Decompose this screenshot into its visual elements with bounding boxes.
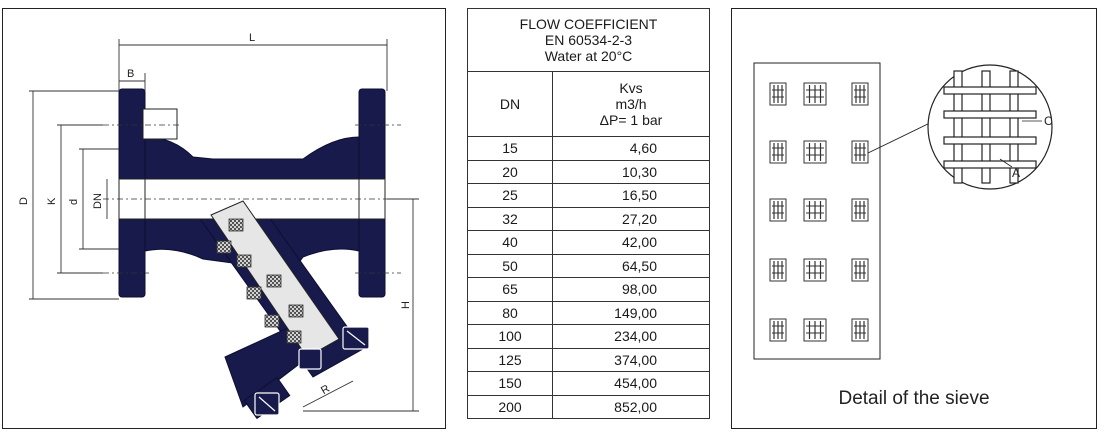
- cell-dn: 50: [467, 253, 553, 278]
- cell-dn: 125: [467, 347, 553, 372]
- cell-kvs: 16,50: [552, 183, 710, 208]
- dim-label-R: R: [319, 383, 332, 397]
- sieve-hole: [851, 258, 869, 282]
- sieve-hole: [851, 140, 869, 164]
- mesh-label-C: C: [1044, 114, 1053, 128]
- sieve-hole: [803, 318, 827, 342]
- cell-dn: 32: [467, 206, 553, 231]
- sieve-caption: Detail of the sieve: [838, 388, 990, 409]
- table-title: FLOW COEFFICIENT EN 60534-2-3 Water at 2…: [467, 8, 710, 72]
- sieve-holes: [769, 82, 869, 342]
- cell-kvs: 42,00: [552, 230, 710, 255]
- cell-kvs: 4,60: [552, 136, 710, 161]
- sieve-hole: [851, 318, 869, 342]
- dim-label-B: B: [127, 68, 134, 80]
- column-header-dn: DN: [467, 71, 553, 137]
- sieve-hole: [851, 198, 869, 222]
- sieve-hole: [803, 82, 827, 106]
- sieve-detail-panel: C A: [731, 8, 1097, 429]
- sieve-hole: [851, 82, 869, 106]
- table-title-line-3: Water at 20°C: [544, 48, 633, 64]
- sieve-hole: [803, 140, 827, 164]
- cell-kvs: 27,20: [552, 206, 710, 231]
- cell-dn: 25: [467, 183, 553, 208]
- sieve-detail-drawing: C A: [753, 62, 1053, 360]
- magnified-wire-mesh: [943, 70, 1037, 184]
- dimension-lines: [29, 39, 419, 412]
- flow-coefficient-table: FLOW COEFFICIENT EN 60534-2-3 Water at 2…: [467, 8, 710, 419]
- cell-dn: 80: [467, 300, 553, 325]
- cell-kvs: 10,30: [552, 159, 710, 184]
- cell-kvs: 149,00: [552, 300, 710, 325]
- cell-dn: 20: [467, 159, 553, 184]
- sieve-hole: [769, 258, 787, 282]
- column-header-kvs: Kvs m3/h ΔP= 1 bar: [552, 71, 710, 137]
- kvs-header-line-3: ΔP= 1 bar: [599, 112, 663, 128]
- cell-kvs: 64,50: [552, 253, 710, 278]
- sieve-hole: [803, 198, 827, 222]
- cell-dn: 100: [467, 324, 553, 349]
- screen-element: [210, 200, 340, 358]
- strainer-drawing-panel: L B D K d DN H R: [2, 8, 446, 429]
- dimension-labels: L B D K d DN H R: [18, 32, 412, 397]
- sieve-hole: [769, 318, 787, 342]
- cell-dn: 150: [467, 371, 553, 396]
- table-title-line-2: EN 60534-2-3: [544, 32, 633, 48]
- bolts: [254, 326, 370, 416]
- kvs-header-line-1: Kvs: [619, 80, 643, 96]
- dim-label-L: L: [249, 32, 255, 44]
- cell-kvs: 98,00: [552, 277, 710, 302]
- kvs-header-line-2: m3/h: [615, 96, 647, 112]
- dim-label-DN: DN: [92, 193, 104, 209]
- dim-label-K: K: [46, 197, 58, 205]
- sieve-hole: [803, 258, 827, 282]
- sieve-hole: [769, 140, 787, 164]
- strainer-cross-section: L B D K d DN H R: [18, 32, 419, 420]
- cell-dn: 40: [467, 230, 553, 255]
- mesh-label-A: A: [1012, 166, 1020, 180]
- leader-line: [867, 120, 935, 154]
- cell-dn: 65: [467, 277, 553, 302]
- cell-dn: 15: [467, 136, 553, 161]
- cell-kvs: 852,00: [552, 394, 710, 419]
- cell-kvs: 234,00: [552, 324, 710, 349]
- dim-label-d: d: [68, 199, 80, 205]
- dim-label-H: H: [400, 301, 412, 309]
- cell-dn: 200: [467, 394, 553, 419]
- sieve-hole: [769, 198, 787, 222]
- table-title-line-1: FLOW COEFFICIENT: [519, 16, 658, 32]
- sieve-hole: [769, 82, 787, 106]
- centre-lines: [103, 124, 401, 274]
- cell-kvs: 454,00: [552, 371, 710, 396]
- dim-label-D: D: [18, 197, 30, 205]
- cell-kvs: 374,00: [552, 347, 710, 372]
